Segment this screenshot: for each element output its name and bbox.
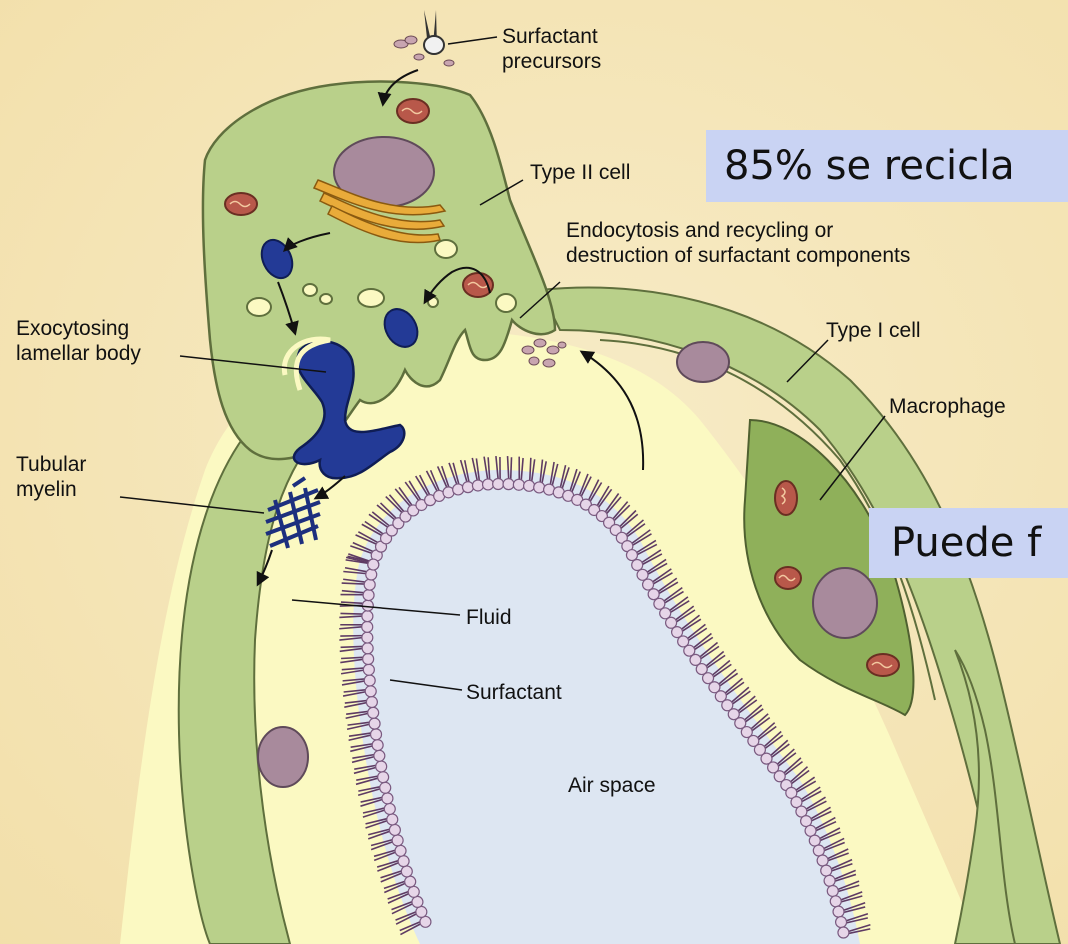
surfactant-tail [342,583,365,584]
surfactant-bead [416,906,427,917]
surfactant-bead [362,611,373,622]
surfactant-bead [384,803,395,814]
label-type2-cell: Type II cell [530,160,630,185]
mitochondrion-icon [775,567,801,589]
label-endocytosis: Endocytosis and recycling or destruction… [566,218,910,268]
surfactant-bead [368,559,379,570]
surfactant-bead [364,675,375,686]
mitochondrion-icon [775,481,797,515]
mitochondrion-icon [225,193,257,215]
surfactant-bead [534,482,545,493]
surfactant-bead [408,886,419,897]
surfactant-bead [524,480,535,491]
surfactant-bead [395,845,406,856]
surfactant-bead [637,569,648,580]
surfactant-bead [462,482,473,493]
surfactant-tail [340,613,362,614]
surfactant-bead [363,654,374,665]
surfactant-bead [817,855,828,866]
surfactant-bead [363,664,374,675]
label-line: Surfactant [502,24,601,49]
label-type1-cell: Type I cell [826,318,921,343]
label-surfactant-precursors: Surfactant precursors [502,24,601,74]
surfactant-bead [389,824,400,835]
surfactant-bead [833,906,844,917]
surfactant-bead [365,686,376,697]
surfactant-bead [364,579,375,590]
mitochondrion-icon [867,654,899,676]
surfactant-bead [827,885,838,896]
surfactant-bead [632,559,643,570]
nucleus-icon [813,568,877,638]
surfactant-bead [453,484,464,495]
label-line: myelin [16,477,86,502]
nucleus-icon [677,342,729,382]
surfactant-bead [830,896,841,907]
surfactant-bead [374,750,385,761]
surfactant-bead [380,782,391,793]
label-line: lamellar body [16,341,141,366]
surfactant-bead [369,718,380,729]
surfactant-bead [363,590,374,601]
surfactant-bead [376,761,387,772]
recycle-banner: 85% se recicla [706,130,1068,202]
surfactant-bead [483,479,494,490]
label-air-space: Air space [568,773,656,798]
surfactant-tail [530,458,531,481]
surfactant-bead [392,835,403,846]
surfactant-bead [821,865,832,876]
surfactant-bead [362,621,373,632]
label-line: destruction of surfactant components [566,243,910,268]
surfactant-bead [813,845,824,856]
label-exocytosing: Exocytosing lamellar body [16,316,141,366]
surfactant-bead [836,917,847,928]
surfactant-bead [513,479,524,490]
nucleus-icon [258,727,308,787]
surfactant-bead [626,550,637,561]
surfactant-bead [366,697,377,708]
surfactant-bead [362,600,373,611]
surfactant-bead [412,896,423,907]
label-fluid: Fluid [466,605,512,630]
surfactant-tail [341,646,363,647]
label-macrophage: Macrophage [889,394,1006,419]
surfactant-bead [378,772,389,783]
surfactant-bead [838,927,849,938]
surfactant-bead [368,707,379,718]
surfactant-bead [405,876,416,887]
surfactant-bead [372,740,383,751]
mitochondrion-icon [397,99,429,123]
surfactant-bead [398,856,409,867]
puede-banner: Puede f [869,508,1068,578]
surfactant-bead [366,569,377,580]
surfactant-bead [387,814,398,825]
surfactant-bead [371,729,382,740]
label-line: Tubular [16,452,86,477]
surfactant-bead [382,793,393,804]
surfactant-bead [503,479,514,490]
label-line: precursors [502,49,601,74]
surfactant-bead [824,875,835,886]
surfactant-bead [362,643,373,654]
label-tubular-myelin: Tubular myelin [16,452,86,502]
label-line: Endocytosis and recycling or [566,218,910,243]
surfactant-bead [493,479,504,490]
label-line: Exocytosing [16,316,141,341]
surfactant-tail [511,457,512,479]
label-surfactant: Surfactant [466,680,562,705]
surfactant-bead [401,866,412,877]
surfactant-bead [472,480,483,491]
surfactant-bead [362,632,373,643]
